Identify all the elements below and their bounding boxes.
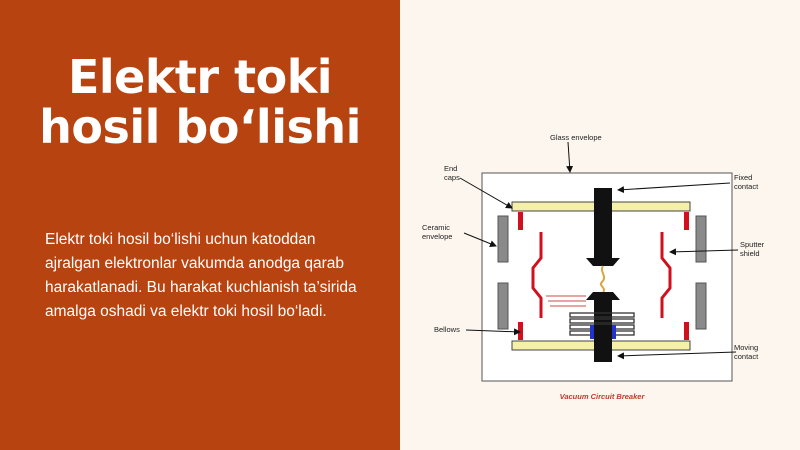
diagram-panel: Glass envelope End caps Fixed contact Ce… [400, 0, 800, 450]
vapour-glow [546, 295, 586, 307]
sputter-shield-right [660, 232, 672, 318]
slide-title: Elektr toki hosil bo‘lishi [39, 50, 361, 154]
vacuum-circuit-breaker-diagram: Glass envelope End caps Fixed contact Ce… [422, 133, 765, 401]
fixed-contact-rod [594, 188, 612, 260]
label-ceramic-envelope-1: Ceramic [422, 223, 450, 232]
sputter-shield-left [531, 232, 543, 318]
end-cap-bottom-left [518, 322, 523, 340]
label-bellows: Bellows [434, 325, 460, 334]
leader-arrows [459, 141, 739, 360]
arc [600, 265, 606, 293]
label-fixed-contact-2: contact [734, 182, 759, 191]
moving-contact-rod-lower [594, 325, 612, 341]
label-sputter-shield-2: shield [740, 249, 760, 258]
label-end-caps-1: End [444, 164, 457, 173]
ceramic-envelope-left-top [497, 215, 509, 263]
slide-body-text: Elektr toki hosil bo‘lishi uchun katodda… [45, 231, 357, 320]
end-cap-bottom-right [684, 322, 689, 340]
fixed-contact-tip [586, 258, 620, 266]
label-fixed-contact-1: Fixed [734, 173, 752, 182]
end-cap-top-left [518, 212, 523, 230]
moving-contact-tip [586, 292, 620, 300]
label-moving-contact-1: Moving [734, 343, 758, 352]
ceramic-envelope-left-bottom [497, 282, 509, 330]
label-end-caps-2: caps [444, 173, 460, 182]
end-cap-top-right [684, 212, 689, 230]
label-moving-contact-2: contact [734, 352, 759, 361]
ceramic-envelope-right-bottom [695, 282, 707, 330]
title-panel: Elektr toki hosil bo‘lishi Elektr toki h… [0, 0, 400, 450]
diagram-caption: Vacuum Circuit Breaker [560, 392, 646, 401]
label-glass-envelope: Glass envelope [550, 133, 602, 142]
label-ceramic-envelope-2: envelope [422, 232, 452, 241]
ceramic-envelope-right-top [695, 215, 707, 263]
label-sputter-shield-1: Sputter [740, 240, 765, 249]
